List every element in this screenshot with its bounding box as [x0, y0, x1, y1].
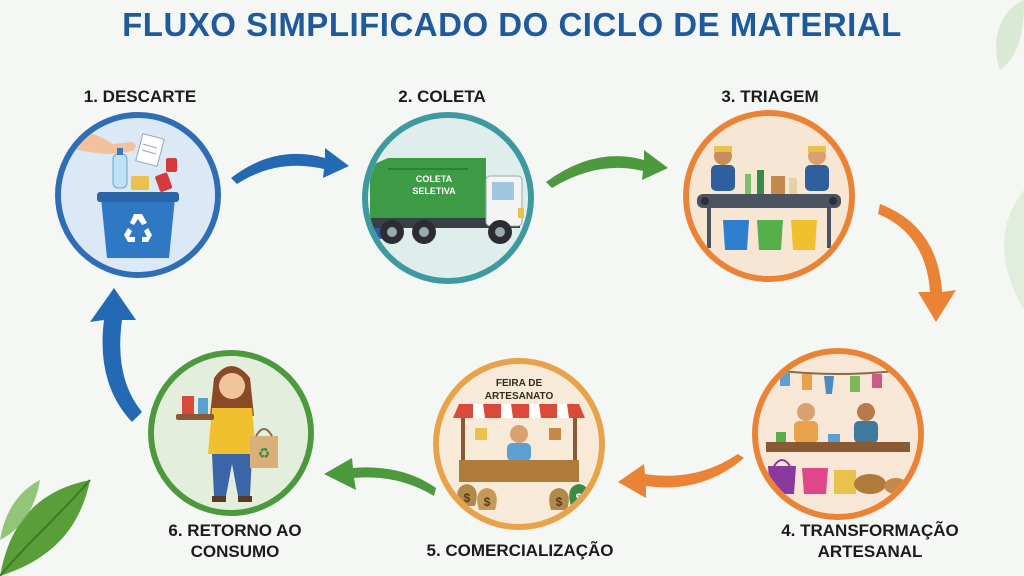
recycling-bin-icon: [61, 118, 215, 272]
step-6-circle: ♻: [148, 350, 314, 516]
svg-text:$: $: [556, 495, 563, 509]
stall-text-2: ARTESANATO: [485, 391, 554, 402]
arrow-step-1-to-2-icon: [231, 148, 349, 184]
step-4-circle: [752, 348, 924, 520]
svg-text:♻: ♻: [258, 446, 271, 462]
step-4-label: 4. TRANSFORMAÇÃO ARTESANAL: [740, 520, 1000, 562]
step-4-label-line-1: 4. TRANSFORMAÇÃO: [781, 521, 959, 540]
leaf-decoration-icon: [0, 479, 91, 576]
leaf-decoration-icon: [996, 0, 1024, 70]
step-2-circle: COLETA SELETIVA: [362, 112, 534, 284]
step-1-label: 1. DESCARTE: [83, 87, 197, 106]
leaf-decoration-icon: [1004, 190, 1024, 310]
consumer-woman-icon: ♻: [154, 356, 308, 510]
sorting-conveyor-icon: [689, 116, 849, 276]
step-5-label: 5. COMERCIALIZAÇÃO: [426, 541, 614, 560]
step-3-circle: [683, 110, 855, 282]
arrow-step-2-to-3-icon: [546, 150, 668, 188]
step-2-label: 2. COLETA: [398, 87, 486, 106]
step-3-label: 3. TRIAGEM: [721, 87, 819, 106]
truck-text-2: SELETIVA: [412, 186, 456, 196]
step-1-circle: [55, 112, 221, 278]
page-title: FLUXO SIMPLIFICADO DO CICLO DE MATERIAL: [122, 6, 902, 43]
garbage-truck-icon: COLETA SELETIVA: [368, 118, 528, 278]
step-4-label-line-2: ARTESANAL: [817, 542, 923, 561]
artisan-workshop-icon: [758, 354, 918, 514]
arrow-step-4-to-5-icon: [618, 454, 744, 498]
svg-text:$: $: [576, 491, 583, 505]
svg-text:$: $: [464, 491, 471, 505]
arrow-step-6-to-1-icon: [90, 288, 142, 422]
step-6-label-line-1: 6. RETORNO AO: [168, 521, 302, 540]
arrow-step-5-to-6-icon: [324, 458, 436, 496]
truck-text-1: COLETA: [416, 174, 453, 184]
svg-text:$: $: [484, 495, 491, 509]
stall-text-1: FEIRA DE: [496, 378, 543, 389]
step-6-label: 6. RETORNO AO CONSUMO: [140, 520, 330, 562]
step-5-circle: FEIRA DE ARTESANATO $ $ $ $: [433, 358, 605, 530]
step-6-label-line-2: CONSUMO: [190, 542, 280, 561]
market-stall-icon: FEIRA DE ARTESANATO $ $ $ $: [439, 364, 599, 524]
arrow-step-3-to-4-icon: [878, 204, 956, 322]
